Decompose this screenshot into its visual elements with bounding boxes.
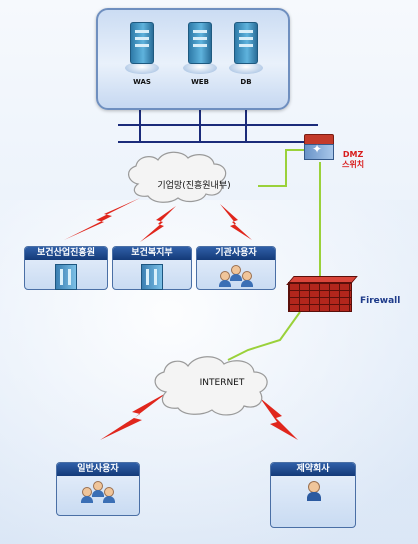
firewall-to-internet-link [227, 311, 301, 361]
server-db: DB [229, 22, 263, 86]
lightning-bolt [140, 206, 176, 242]
node-label: 일반사용자 [57, 463, 139, 476]
building-icon [141, 264, 163, 290]
lightning-bolt [100, 392, 168, 440]
node-label: 기관사용자 [197, 247, 275, 260]
users-icon [219, 265, 253, 287]
dmz-label-line2: 스위치 [342, 160, 365, 169]
lightning-bolt [64, 198, 140, 240]
agent-icon [298, 481, 328, 505]
server-was: WAS [125, 22, 159, 86]
building-icon [55, 264, 77, 290]
server-icon [234, 22, 258, 64]
firewall-label: Firewall [360, 296, 401, 306]
lightning-bolt [220, 204, 252, 240]
corporate-cloud-shape [128, 151, 227, 203]
node-pharma-company: 제약회사 [270, 462, 356, 528]
firewall-icon [288, 282, 352, 312]
firewall [286, 276, 358, 312]
internet-label: INTERNET [199, 378, 245, 388]
server-icon [188, 22, 212, 64]
node-label: 보건복지부 [113, 247, 191, 260]
internet-cloud-shape [154, 356, 268, 416]
cloud-to-switch-link [258, 149, 304, 187]
node-kh-idi: 보건산업진흥원 [24, 246, 108, 290]
server-web: WEB [183, 22, 217, 86]
node-label: 제약회사 [271, 463, 355, 476]
corporate-network-label: 기업망(진흥원내부) [157, 181, 231, 191]
server-farm-panel: WAS WEB DB [96, 8, 290, 110]
node-general-users: 일반사용자 [56, 462, 140, 516]
users-icon [81, 481, 115, 503]
server-icon [130, 22, 154, 64]
node-institution-users: 기관사용자 [196, 246, 276, 290]
lightning-bolt [260, 398, 298, 440]
dmz-switch [304, 134, 334, 160]
node-label: 보건산업진흥원 [25, 247, 107, 260]
node-ministry: 보건복지부 [112, 246, 192, 290]
dmz-switch-label: DMZ 스위치 [342, 150, 364, 170]
dmz-label-line1: DMZ [342, 150, 364, 159]
server-label: WEB [191, 78, 209, 86]
server-label: DB [240, 78, 252, 86]
server-label: WAS [133, 78, 151, 86]
